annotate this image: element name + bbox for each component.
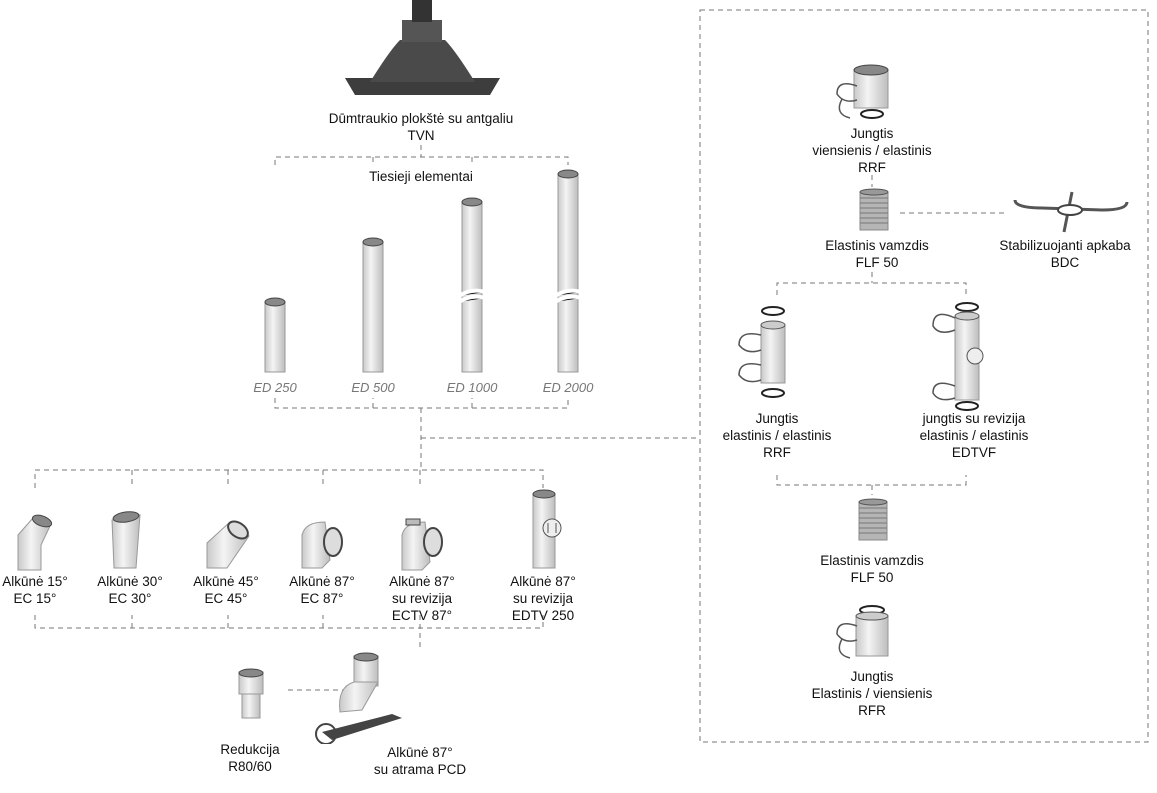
elbow-ec30-label: Alkūnė 30° EC 30° xyxy=(97,573,162,607)
pcd-name: Alkūnė 87° xyxy=(387,745,453,760)
elbow-ectv87-image xyxy=(401,518,443,571)
elbow-name: Alkūnė 87° xyxy=(389,574,455,589)
elbow-ec87-image xyxy=(301,521,343,569)
flf-top-name: Elastinis vamzdis xyxy=(825,238,929,253)
pipe-ed500-image xyxy=(362,237,384,373)
flf-top-image xyxy=(859,188,889,231)
edtvf-label: jungtis su revizija elastinis / elastinis… xyxy=(920,410,1029,461)
flf-bottom-image xyxy=(858,498,888,541)
elbow-code: ECTV 87° xyxy=(391,608,453,623)
rrf-mid-name: Jungtis xyxy=(755,411,799,426)
rrf-mid-code: RRF xyxy=(763,445,791,460)
elbow-desc: su revizija xyxy=(391,591,453,606)
elbow-edtv250-image xyxy=(532,489,562,569)
reduction-name: Redukcija xyxy=(220,742,280,757)
elbow-ec87-label: Alkūnė 87° EC 87° xyxy=(289,573,354,607)
pipe-ed1000-image xyxy=(459,197,485,373)
rfr-desc: Elastinis / viensienis xyxy=(811,686,933,701)
edtvf-name: jungtis su revizija xyxy=(922,411,1026,426)
rfr-name: Jungtis xyxy=(850,669,894,684)
bdc-code: BDC xyxy=(1050,255,1080,270)
flf-bottom-code: FLF 50 xyxy=(850,570,894,585)
elbow-ec45-label: Alkūnė 45° EC 45° xyxy=(193,573,258,607)
pipe-ed1000-label: ED 1000 xyxy=(446,380,498,395)
elbow-code: EC 87° xyxy=(300,591,344,606)
rrf-mid-desc: elastinis / elastinis xyxy=(722,428,832,443)
pipe-ed250-image xyxy=(264,297,286,373)
elbow-name: Alkūnė 30° xyxy=(97,574,163,589)
elbow-name: Alkūnė 87° xyxy=(289,574,355,589)
tvn-plate-image xyxy=(345,0,500,95)
rrf-top-code: RRF xyxy=(858,160,886,175)
pipe-ed2000-image xyxy=(555,169,581,373)
elbow-ec45-image xyxy=(206,520,250,569)
rfr-code: RFR xyxy=(858,703,886,718)
pcd-label: Alkūnė 87° su atrama PCD xyxy=(374,744,466,778)
flf-top-code: FLF 50 xyxy=(855,255,899,270)
elbow-ec15-label: Alkūnė 15° EC 15° xyxy=(2,573,67,607)
edtvf-code: EDTVF xyxy=(951,445,997,460)
rrf-top-desc: viensienis / elastinis xyxy=(812,143,932,158)
bdc-name: Stabilizuojanti apkaba xyxy=(999,238,1131,253)
bdc-clamp-image xyxy=(1013,191,1129,233)
rrf-top-name: Jungtis xyxy=(850,126,894,141)
elbow-code: EC 15° xyxy=(13,591,57,606)
pipe-ed2000-label: ED 2000 xyxy=(542,380,594,395)
pipe-ed500-label: ED 500 xyxy=(351,380,395,395)
elbow-name: Alkūnė 15° xyxy=(2,574,68,589)
flf-bottom-name: Elastinis vamzdis xyxy=(820,553,924,568)
straight-elements-title: Tiesieji elementai xyxy=(369,169,473,184)
rrf-mid-image xyxy=(738,306,786,398)
elbow-pcd-image xyxy=(315,652,402,744)
elbow-code: EC 30° xyxy=(108,591,152,606)
reduction-code: R80/60 xyxy=(228,759,272,774)
elbow-ec30-image xyxy=(111,511,141,569)
elbow-desc: su revizija xyxy=(512,591,574,606)
edtvf-desc: elastinis / elastinis xyxy=(919,428,1029,443)
pcd-code: su atrama PCD xyxy=(373,762,467,777)
reduction-r80-60-image xyxy=(238,668,264,719)
elbow-name: Alkūnė 87° xyxy=(510,574,576,589)
elbow-code: EC 45° xyxy=(204,591,248,606)
elbow-code: EDTV 250 xyxy=(511,608,575,623)
elbow-ec15-image xyxy=(17,514,53,571)
rrf-top-image xyxy=(836,64,889,119)
rfr-image xyxy=(836,605,889,659)
tvn-label: Dūmtraukio plokštė su antgaliu TVN xyxy=(329,110,514,144)
edtvf-image xyxy=(932,302,984,411)
elbow-name: Alkūnė 45° xyxy=(193,574,259,589)
pipe-ed250-label: ED 250 xyxy=(253,380,297,395)
tvn-title: Dūmtraukio plokštė su antgaliu xyxy=(328,111,514,126)
tvn-code: TVN xyxy=(407,128,435,143)
